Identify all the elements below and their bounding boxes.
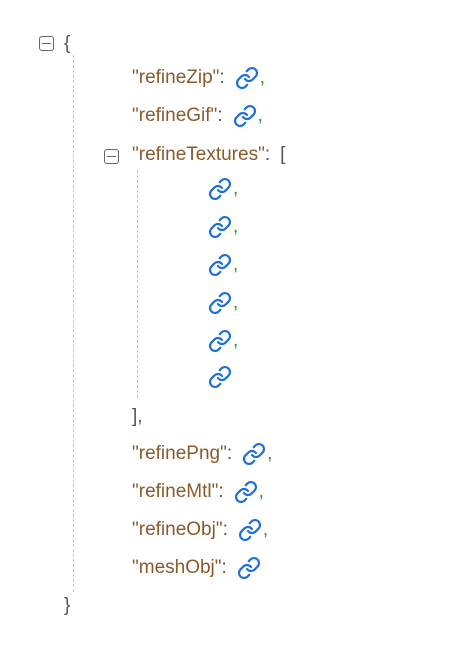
textures-collapse-toggle[interactable] bbox=[104, 149, 119, 164]
link-icon[interactable] bbox=[208, 253, 232, 277]
comma: , bbox=[259, 67, 265, 88]
link-icon[interactable] bbox=[233, 104, 257, 128]
comma: , bbox=[258, 481, 264, 502]
array-item: , bbox=[208, 288, 238, 318]
entry-refine-png: "refinePng" : , bbox=[132, 439, 272, 469]
entry-refine-zip: "refineZip" : , bbox=[132, 63, 265, 93]
textures-guide-line bbox=[137, 170, 138, 398]
colon: : bbox=[219, 67, 225, 88]
key-refine-png: "refinePng" bbox=[132, 443, 227, 464]
array-item bbox=[208, 362, 232, 392]
array-item: , bbox=[208, 250, 238, 280]
comma: , bbox=[233, 178, 239, 199]
root-close-brace: } bbox=[64, 595, 71, 616]
link-icon[interactable] bbox=[237, 556, 261, 580]
key-refine-mtl: "refineMtl" bbox=[132, 481, 219, 502]
link-icon[interactable] bbox=[208, 177, 232, 201]
link-icon[interactable] bbox=[208, 291, 232, 315]
colon: : bbox=[221, 557, 227, 578]
array-item: , bbox=[208, 174, 238, 204]
root-close-line: } bbox=[64, 591, 70, 621]
comma: , bbox=[233, 216, 239, 237]
key-mesh-obj: "meshObj" bbox=[132, 557, 222, 578]
colon: : bbox=[226, 443, 233, 464]
comma: , bbox=[233, 254, 239, 275]
root-open-line: { bbox=[64, 29, 70, 59]
key-refine-obj: "refineObj" bbox=[132, 519, 223, 540]
comma: , bbox=[233, 292, 239, 313]
key-refine-gif: "refineGif" bbox=[132, 105, 218, 126]
entry-refine-mtl: "refineMtl" : , bbox=[132, 477, 264, 507]
entry-refine-textures: "refineTextures" : [ bbox=[132, 140, 285, 170]
array-close-bracket: ], bbox=[132, 406, 143, 427]
entry-refine-gif: "refineGif" : , bbox=[132, 101, 263, 131]
colon: : bbox=[222, 519, 228, 540]
link-icon[interactable] bbox=[234, 480, 258, 504]
link-icon[interactable] bbox=[235, 66, 259, 90]
entry-mesh-obj: "meshObj" : bbox=[132, 553, 261, 583]
root-guide-line bbox=[73, 55, 74, 592]
entry-refine-obj: "refineObj" : , bbox=[132, 515, 268, 545]
array-open-bracket: [ bbox=[280, 144, 286, 165]
key-refine-zip: "refineZip" bbox=[132, 67, 220, 88]
link-icon[interactable] bbox=[238, 518, 262, 542]
array-item: , bbox=[208, 212, 238, 242]
root-open-brace: { bbox=[64, 33, 71, 54]
comma: , bbox=[257, 105, 263, 126]
array-close-line: ], bbox=[132, 402, 143, 432]
root-collapse-toggle[interactable] bbox=[39, 36, 54, 51]
link-icon[interactable] bbox=[242, 442, 266, 466]
link-icon[interactable] bbox=[208, 365, 232, 389]
colon: : bbox=[264, 144, 271, 165]
link-icon[interactable] bbox=[208, 329, 232, 353]
comma: , bbox=[233, 330, 239, 351]
link-icon[interactable] bbox=[208, 215, 232, 239]
array-item: , bbox=[208, 326, 238, 356]
comma: , bbox=[267, 443, 273, 464]
key-refine-textures: "refineTextures" bbox=[132, 144, 265, 165]
colon: : bbox=[217, 105, 223, 126]
colon: : bbox=[218, 481, 224, 502]
comma: , bbox=[262, 519, 269, 540]
